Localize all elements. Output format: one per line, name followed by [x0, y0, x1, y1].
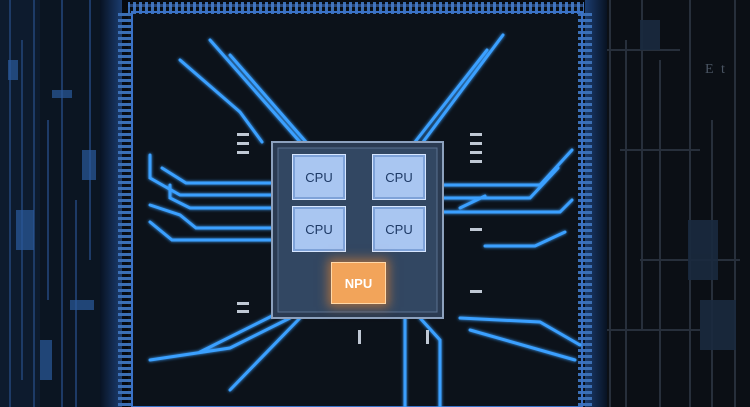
- corner-text: E t: [705, 62, 727, 77]
- cpu-core-4: CPU: [372, 206, 426, 252]
- circuit-traces: [148, 33, 582, 407]
- package-pins: [118, 2, 592, 407]
- cpu-core-label: CPU: [305, 221, 333, 237]
- left-board: [0, 0, 122, 407]
- cpu-core-label: CPU: [385, 169, 413, 185]
- cpu-core-label: CPU: [305, 169, 333, 185]
- cpu-core-1: CPU: [292, 154, 346, 200]
- pads: [237, 133, 482, 344]
- cpu-core-label: CPU: [385, 221, 413, 237]
- npu-core-label: NPU: [344, 275, 373, 291]
- cpu-core-2: CPU: [372, 154, 426, 200]
- cpu-core-3: CPU: [292, 206, 346, 252]
- npu-core: NPU: [331, 262, 386, 304]
